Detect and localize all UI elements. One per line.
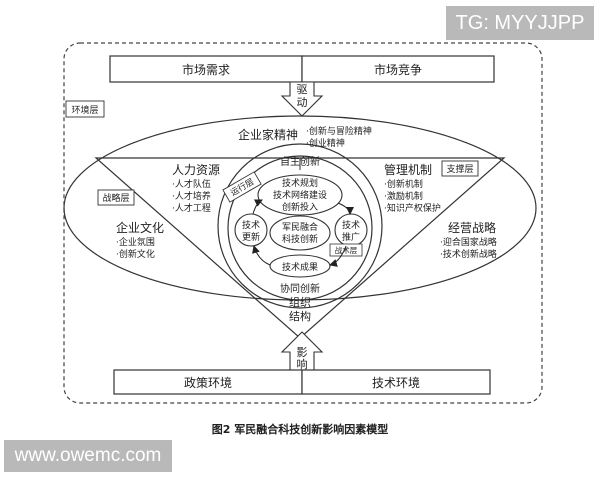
policy-environment-box	[113, 369, 303, 395]
technology-environment-box	[301, 369, 491, 395]
organization-line-1: 组织	[289, 295, 311, 309]
culture-item-2: ·创新文化	[116, 248, 155, 260]
human-resources-item-1: ·人才队伍	[172, 178, 211, 190]
market-competition-label: 市场竞争	[374, 62, 422, 77]
tech-planning-line-2: 技术网络建设	[273, 189, 327, 201]
technology-environment-label: 技术环境	[372, 375, 420, 390]
center-line-1: 军民融合	[282, 221, 318, 233]
influence-label-2: 响	[297, 358, 308, 371]
arrow-update-to-planning	[252, 199, 263, 215]
center-line-2: 科技创新	[282, 233, 318, 245]
strategy-item-2: ·技术创新战略	[440, 248, 497, 260]
environment-layer-tag	[65, 100, 105, 118]
arrow-promotion-to-results	[329, 245, 347, 267]
culture-title: 企业文化	[116, 220, 164, 235]
tactic-layer-tag	[329, 243, 363, 257]
tech-promotion-line-1: 技术	[342, 219, 360, 231]
culture-item-1: ·企业氛围	[116, 236, 155, 248]
management-item-2: ·激励机制	[384, 190, 423, 202]
human-resources-item-2: ·人才培养	[172, 190, 211, 202]
entrepreneurship-title: 企业家精神	[238, 127, 298, 142]
collaborative-innovation-label: 协同创新	[280, 282, 320, 295]
support-layer-tag	[441, 160, 479, 177]
tech-planning-ellipse	[257, 174, 343, 216]
influence-arrow	[280, 331, 324, 371]
drive-label-1: 驱	[297, 83, 308, 96]
management-item-3: ·知识产权保护	[384, 202, 441, 214]
market-demand-label: 市场需求	[182, 62, 230, 77]
operation-layer-tag	[222, 171, 262, 203]
strategy-item-1: ·迎合国家战略	[440, 236, 497, 248]
human-resources-item-3: ·人才工程	[172, 202, 211, 214]
drive-arrow	[280, 81, 324, 117]
tech-planning-line-1: 技术规划	[282, 177, 318, 189]
watermark-bottom-left: www.owemc.com	[4, 440, 172, 472]
strategy-layer-label: 战略层	[102, 192, 129, 204]
human-resources-title: 人力资源	[172, 163, 220, 177]
management-item-1: ·创新机制	[384, 178, 423, 190]
outer-dashed-frame	[63, 42, 543, 404]
strategy-title: 经营战略	[448, 220, 496, 235]
tech-planning-line-3: 创新投入	[282, 201, 318, 213]
influence-label-1: 影	[297, 346, 308, 359]
core-inner-ring	[227, 155, 373, 301]
figure-caption: 图2 军民融合科技创新影响因素模型	[212, 422, 388, 436]
tech-promotion-line-2: 推广	[342, 231, 360, 243]
entrepreneurship-item-2: ·创业精神	[306, 137, 345, 149]
watermark-top-right: TG: MYYJJPP	[446, 6, 594, 40]
market-demand-box	[109, 55, 303, 83]
market-competition-box	[301, 55, 495, 83]
entrepreneurship-item-1: ·创新与冒险精神	[306, 125, 372, 137]
tech-update-circle	[234, 213, 268, 247]
arrow-planning-to-promotion	[337, 202, 354, 215]
tactic-layer-label: 战术层	[335, 245, 358, 255]
drive-label-2: 动	[297, 96, 308, 109]
policy-environment-label: 政策环境	[184, 375, 232, 390]
military-civil-center-ellipse	[269, 215, 331, 251]
management-title: 管理机制	[384, 162, 432, 177]
independent-innovation-label: 自主创新	[280, 155, 320, 168]
tech-update-line-2: 更新	[242, 231, 260, 243]
arrow-results-to-update	[252, 245, 271, 266]
tech-update-line-1: 技术	[242, 219, 260, 231]
organization-line-2: 结构	[289, 309, 311, 323]
core-outer-ring	[217, 143, 383, 309]
tech-results-label: 技术成果	[282, 261, 318, 273]
support-layer-label: 支撑层	[446, 163, 473, 175]
environment-layer-label: 环境层	[71, 104, 98, 116]
strategy-layer-tag	[97, 189, 135, 206]
